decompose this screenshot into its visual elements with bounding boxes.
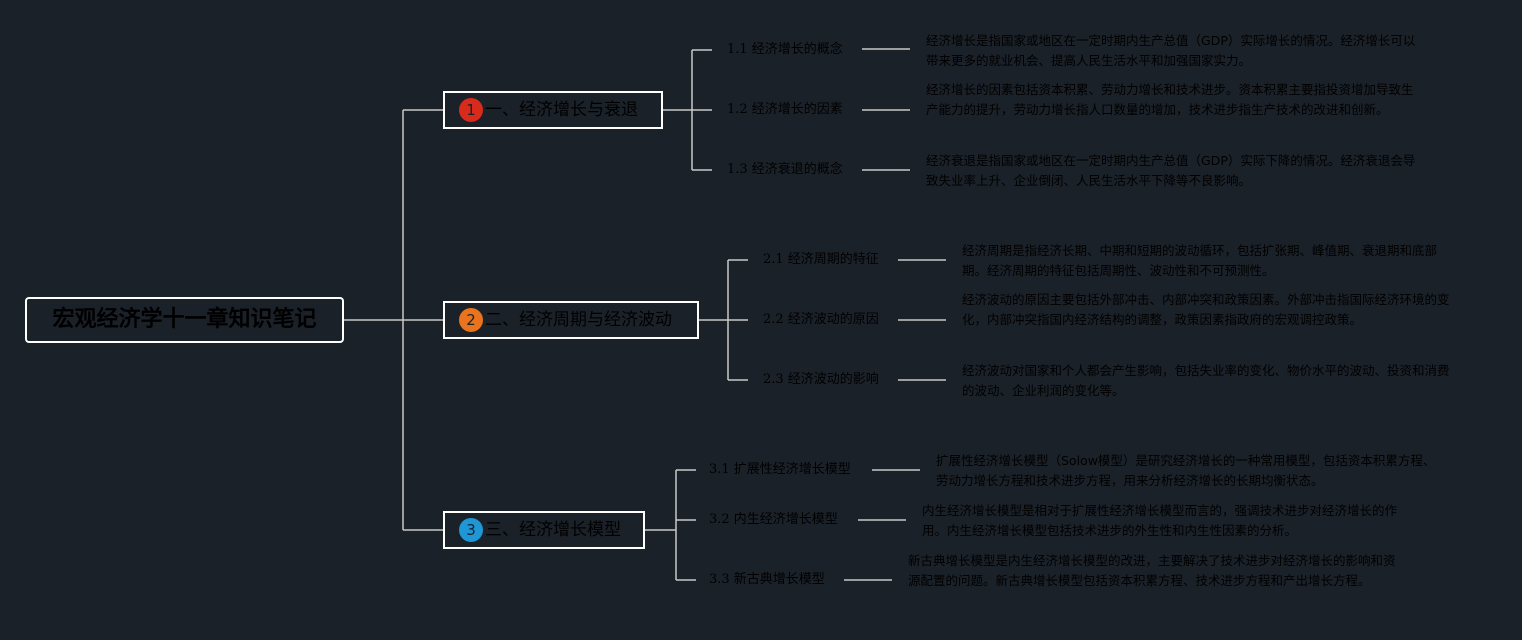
description-3-1[interactable]: 扩展性经济增长模型（Solow模型）是研究经济增长的一种常用模型，包括资本积累方… xyxy=(936,453,1436,488)
subtopic-1-1[interactable]: 1.1 经济增长的概念 xyxy=(727,42,843,57)
subtopic-2-2[interactable]: 2.2 经济波动的原因 xyxy=(763,312,879,327)
subtopic-3-3[interactable]: 3.3 新古典增长模型 xyxy=(709,572,825,587)
subtopic-1-3[interactable]: 1.3 经济衰退的概念 xyxy=(727,162,843,177)
description-2-1[interactable]: 经济周期是指经济长期、中期和短期的波动循环，包括扩张期、峰值期、衰退期和底部期。… xyxy=(962,243,1438,278)
subtopic-1-2[interactable]: 1.2 经济增长的因素 xyxy=(727,102,843,117)
connector-b2 xyxy=(699,259,748,381)
description-2-3[interactable]: 经济波动对国家和个人都会产生影响，包括失业率的变化、物价水平的波动、投资和消费的… xyxy=(962,363,1450,398)
branch-topic-2[interactable]: 2 二、经济周期与经济波动 xyxy=(443,301,699,339)
branch-title-2: 二、经济周期与经济波动 xyxy=(485,310,672,330)
description-1-2[interactable]: 经济增长的因素包括资本积累、劳动力增长和技术进步。资本积累主要指投资增加导致生产… xyxy=(926,82,1414,117)
root-topic[interactable]: 宏观经济学十一章知识笔记 xyxy=(25,297,344,343)
branch-topic-1[interactable]: 1 一、经济增长与衰退 xyxy=(443,91,663,129)
connector-b1 xyxy=(663,49,712,171)
description-3-3[interactable]: 新古典增长模型是内生经济增长模型的改进，主要解决了技术进步对经济增长的影响和资源… xyxy=(908,553,1396,588)
subtopic-2-1[interactable]: 2.1 经济周期的特征 xyxy=(763,252,879,267)
branch-title-3: 三、经济增长模型 xyxy=(485,520,621,540)
number-badge-3-icon: 3 xyxy=(459,518,483,542)
connector-b3 xyxy=(645,469,696,581)
branch-topic-3[interactable]: 3 三、经济增长模型 xyxy=(443,511,645,549)
subtopic-3-1[interactable]: 3.1 扩展性经济增长模型 xyxy=(709,462,851,477)
description-3-2[interactable]: 内生经济增长模型是相对于扩展性经济增长模型而言的，强调技术进步对经济增长的作用。… xyxy=(922,503,1398,538)
subtopic-2-3[interactable]: 2.3 经济波动的影响 xyxy=(763,372,879,387)
description-1-1[interactable]: 经济增长是指国家或地区在一定时期内生产总值（GDP）实际增长的情况。经济增长可以… xyxy=(926,33,1416,68)
description-2-2[interactable]: 经济波动的原因主要包括外部冲击、内部冲突和政策因素。外部冲击指国际经济环境的变化… xyxy=(962,292,1450,327)
number-badge-1-icon: 1 xyxy=(459,98,483,122)
subtopic-3-2[interactable]: 3.2 内生经济增长模型 xyxy=(709,512,838,527)
branch-title-1: 一、经济增长与衰退 xyxy=(485,100,638,120)
number-badge-2-icon: 2 xyxy=(459,308,483,332)
description-1-3[interactable]: 经济衰退是指国家或地区在一定时期内生产总值（GDP）实际下降的情况。经济衰退会导… xyxy=(926,153,1416,188)
